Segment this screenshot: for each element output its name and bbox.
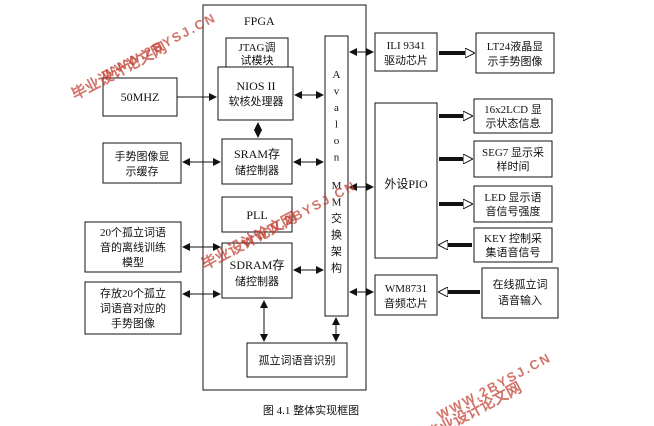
avalon-bus-char: v [334, 86, 340, 98]
watermark-url-3: WWW.2BYSJ.CN [434, 350, 553, 423]
avalon-bus-char: M [332, 180, 342, 192]
figure-caption: 图 4.1 整体实现框图 [263, 403, 359, 417]
avalon-bus-char: n [334, 152, 340, 164]
led-box [473, 185, 553, 223]
watermark-url-1: WWW.2BYSJ.CN [99, 10, 218, 83]
ili9341-label-2: 驱动芯片 [384, 53, 428, 67]
sdram-box [221, 242, 293, 299]
gesture-cache-label-1: 手势图像显 [115, 149, 170, 163]
sram-label-2: 储控制器 [235, 163, 279, 177]
offline-model-box [84, 221, 182, 273]
lcd-box [473, 98, 553, 134]
lt24-box [475, 32, 555, 74]
ili9341-box [374, 32, 438, 72]
offline-model-label-1: 20个孤立词语 [100, 225, 166, 239]
avalon-bus-char: o [334, 135, 340, 147]
lcd-label-2: 示状态信息 [486, 116, 541, 130]
pio-label: 外设PIO [384, 177, 428, 191]
avalon-bus-char: 交 [331, 211, 342, 225]
recognition-box [246, 342, 348, 378]
sdram-label-1: SDRAM存 [230, 258, 285, 272]
seg7-label-2: 样时间 [497, 159, 530, 173]
jtag-label-1: JTAG调 [238, 41, 275, 54]
avalon-bus-char: M [332, 197, 342, 209]
pll-label: PLL [246, 208, 267, 222]
clock-label: 50MHZ [121, 90, 160, 104]
led-label-2: 音信号强度 [486, 204, 541, 218]
avalon-bus-char: a [334, 102, 339, 114]
key-label-2: 集语音信号 [486, 245, 541, 259]
avalon-bus-box [324, 35, 349, 317]
fpga-label: FPGA [244, 14, 275, 28]
gesture-store-label-2: 词语音对应的 [100, 301, 166, 315]
sram-label-1: SRAM存 [234, 147, 280, 161]
recognition-label: 孤立词语音识别 [259, 353, 336, 367]
wm8731-box [374, 274, 438, 316]
gesture-cache-label-2: 示缓存 [126, 164, 159, 178]
avalon-bus-char: l [335, 119, 338, 131]
avalon-bus-char: 构 [331, 261, 342, 275]
nios-label-1: NIOS II [237, 79, 276, 93]
gesture-store-label-3: 手势图像 [111, 316, 155, 330]
fpga-frame [202, 4, 367, 391]
key-box [473, 227, 553, 263]
clock-box [102, 77, 178, 117]
pll-box [221, 196, 293, 233]
pio-box [374, 102, 438, 259]
wm8731-label-2: 音频芯片 [384, 296, 428, 310]
gesture-store-box [84, 281, 182, 335]
gesture-store-label-1: 存放20个孤立 [100, 286, 166, 300]
ili9341-label-1: ILI 9341 [387, 40, 426, 52]
avalon-bus-char: 换 [331, 228, 342, 242]
lt24-label-2: 示手势图像 [488, 54, 543, 68]
avalon-bus-char: A [333, 69, 341, 81]
wm8731-label-1: WM8731 [385, 283, 427, 295]
sdram-label-2: 储控制器 [235, 274, 279, 288]
seg7-label-1: SEG7 显示采 [482, 146, 544, 159]
nios-label-2: 软核处理器 [229, 94, 284, 108]
online-input-label-1: 在线孤立词 [493, 277, 548, 291]
online-input-box [481, 267, 559, 319]
lcd-label-1: 16x2LCD 显 [484, 103, 542, 116]
nios-box [217, 66, 294, 121]
jtag-label-2: 试模块 [241, 54, 274, 67]
online-input-label-2: 语音输入 [498, 293, 542, 307]
lt24-label-1: LT24液晶显 [487, 39, 543, 53]
sram-box [221, 138, 293, 185]
gesture-cache-box [102, 142, 182, 184]
key-label-1: KEY 控制采 [484, 231, 542, 245]
seg7-box [473, 140, 553, 178]
offline-model-label-2: 音的离线训练 [100, 240, 166, 254]
offline-model-label-3: 模型 [122, 255, 144, 269]
led-label-1: LED 显示语 [484, 191, 541, 204]
avalon-bus-char: 架 [331, 245, 342, 258]
